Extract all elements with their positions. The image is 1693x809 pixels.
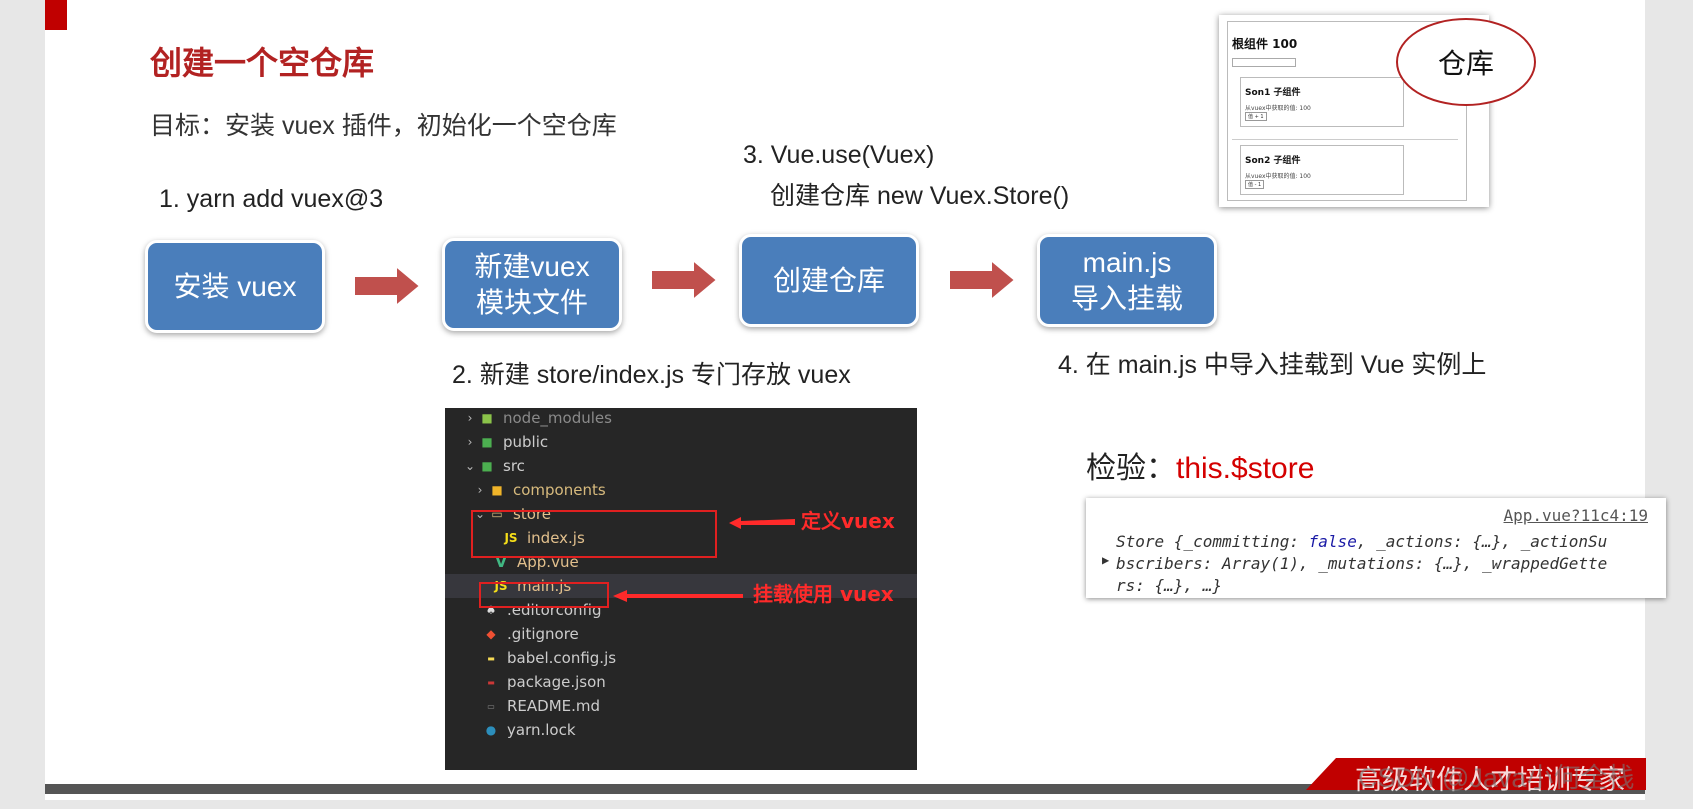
console-line-3: rs: {…}, …} (1116, 576, 1222, 595)
tree-item-label: src (503, 457, 525, 475)
chevron-right-icon: › (463, 411, 477, 425)
tree-item[interactable]: ◆ .gitignore (481, 622, 579, 646)
flow-box-new-module-line2: 模块文件 (474, 285, 589, 321)
folder-node-icon: ■ (477, 411, 497, 425)
markdown-icon: ▭ (481, 702, 501, 711)
tree-item[interactable]: › ■ public (463, 430, 548, 454)
step-2-text: 2. 新建 store/index.js 专门存放 vuex (452, 355, 851, 391)
flow-arrow-right-icon (945, 256, 1019, 304)
annotation-main: 挂载使用 vuex (753, 578, 894, 607)
preview-root-input[interactable] (1232, 58, 1296, 67)
console-source-link[interactable]: App.vue?11c4:19 (1504, 506, 1649, 525)
store-bubble-label: 仓库 (1438, 42, 1494, 82)
tree-item-label: node_modules (503, 409, 612, 427)
flow-box-new-module-line1: 新建vuex (474, 249, 589, 285)
console-line-1-a: Store {_committing: (1116, 532, 1309, 551)
slide-accent-tab (45, 0, 67, 30)
annotation-arrow-left-icon (729, 516, 795, 530)
git-icon: ◆ (481, 627, 501, 641)
preview-root-title: 根组件 100 (1232, 35, 1297, 52)
store-bubble: 仓库 (1396, 18, 1536, 106)
console-line-2: bscribers: Array(1), _mutations: {…}, _w… (1116, 554, 1607, 573)
babel-icon: ▬ (481, 654, 501, 663)
chevron-right-icon: › (473, 483, 487, 497)
console-line-1-keyword: false (1309, 532, 1357, 551)
flow-box-mount-line2: 导入挂载 (1071, 281, 1183, 317)
preview-son2-text: 从vuex中获取的值: 100 (1245, 171, 1311, 180)
tree-item-label: components (513, 481, 606, 499)
flow-arrow-right-icon (647, 256, 721, 304)
highlight-main-box (479, 582, 609, 608)
flow-box-mount: main.js 导入挂载 (1037, 234, 1217, 327)
devtools-console-output: App.vue?11c4:19 ▶ Store {_committing: fa… (1086, 498, 1666, 598)
annotation-arrow-left-icon (613, 589, 743, 603)
tree-item[interactable]: › ■ node_modules (463, 408, 612, 430)
slide-goal: 目标：安装 vuex 插件，初始化一个空仓库 (150, 106, 617, 142)
flow-box-install: 安装 vuex (145, 240, 325, 333)
annotation-store: 定义vuex (801, 505, 895, 534)
tree-item[interactable]: › ■ components (473, 478, 606, 502)
preview-son2: Son2 子组件 从vuex中获取的值: 100 值 - 1 (1240, 145, 1404, 195)
flow-box-mount-line1: main.js (1071, 245, 1183, 281)
folder-components-icon: ■ (487, 483, 507, 497)
chevron-right-icon: › (463, 435, 477, 449)
tree-item-label: package.json (507, 673, 606, 691)
preview-son2-title: Son2 子组件 (1245, 153, 1300, 166)
step-4-text: 4. 在 main.js 中导入挂载到 Vue 实例上 (1058, 345, 1486, 381)
step-3-line2: 创建仓库 new Vuex.Store() (770, 176, 1069, 212)
tree-item-label: .gitignore (507, 625, 579, 643)
tree-item-label: babel.config.js (507, 649, 616, 667)
folder-public-icon: ■ (477, 435, 497, 449)
step-1-text: 1. yarn add vuex@3 (159, 185, 383, 214)
flow-box-new-module: 新建vuex 模块文件 (442, 238, 622, 331)
tree-item-label: yarn.lock (507, 721, 576, 739)
file-explorer: › ■ node_modules › ■ public ⌄ ■ src › ■ … (445, 408, 917, 770)
tree-item-label: README.md (507, 697, 600, 715)
verify-label-text: 检验： (1086, 452, 1176, 485)
preview-divider (1232, 139, 1458, 140)
yarn-icon: ● (481, 723, 501, 737)
console-line-1-b: , _actions: {…}, _actionSu (1357, 532, 1607, 551)
highlight-store-box (471, 510, 717, 558)
flow-arrow-right-icon (350, 262, 424, 310)
csdn-watermark: CSDN @Java小何全栈 (1358, 756, 1634, 795)
tree-item[interactable]: ● yarn.lock (481, 718, 576, 742)
verify-code: this.$store (1176, 452, 1314, 485)
step-3-line1: 3. Vue.use(Vuex) (743, 141, 934, 170)
chevron-down-icon: ⌄ (463, 459, 477, 473)
preview-son1-button[interactable]: 值 + 1 (1245, 112, 1267, 121)
preview-son1-title: Son1 子组件 (1245, 85, 1300, 98)
expand-triangle-icon[interactable]: ▶ (1102, 553, 1109, 567)
tree-item[interactable]: ▭ README.md (481, 694, 600, 718)
tree-item[interactable]: ⌄ ■ src (463, 454, 525, 478)
tree-item[interactable]: ▬ package.json (481, 670, 606, 694)
preview-son1: Son1 子组件 从vuex中获取的值: 100 值 + 1 (1240, 77, 1404, 127)
slide-title: 创建一个空仓库 (150, 38, 374, 84)
tree-item[interactable]: ▬ babel.config.js (481, 646, 616, 670)
folder-src-icon: ■ (477, 459, 497, 473)
console-line-1: Store {_committing: false, _actions: {…}… (1116, 532, 1607, 551)
npm-icon: ▬ (481, 678, 501, 687)
flow-box-create-store-label: 创建仓库 (773, 263, 885, 299)
flow-box-create-store: 创建仓库 (739, 234, 919, 327)
tree-item-label: public (503, 433, 548, 451)
preview-son2-button[interactable]: 值 - 1 (1245, 180, 1264, 189)
preview-son1-text: 从vuex中获取的值: 100 (1245, 103, 1311, 112)
flow-box-install-label: 安装 vuex (174, 269, 297, 305)
verify-label: 检验：this.$store (1086, 443, 1314, 487)
